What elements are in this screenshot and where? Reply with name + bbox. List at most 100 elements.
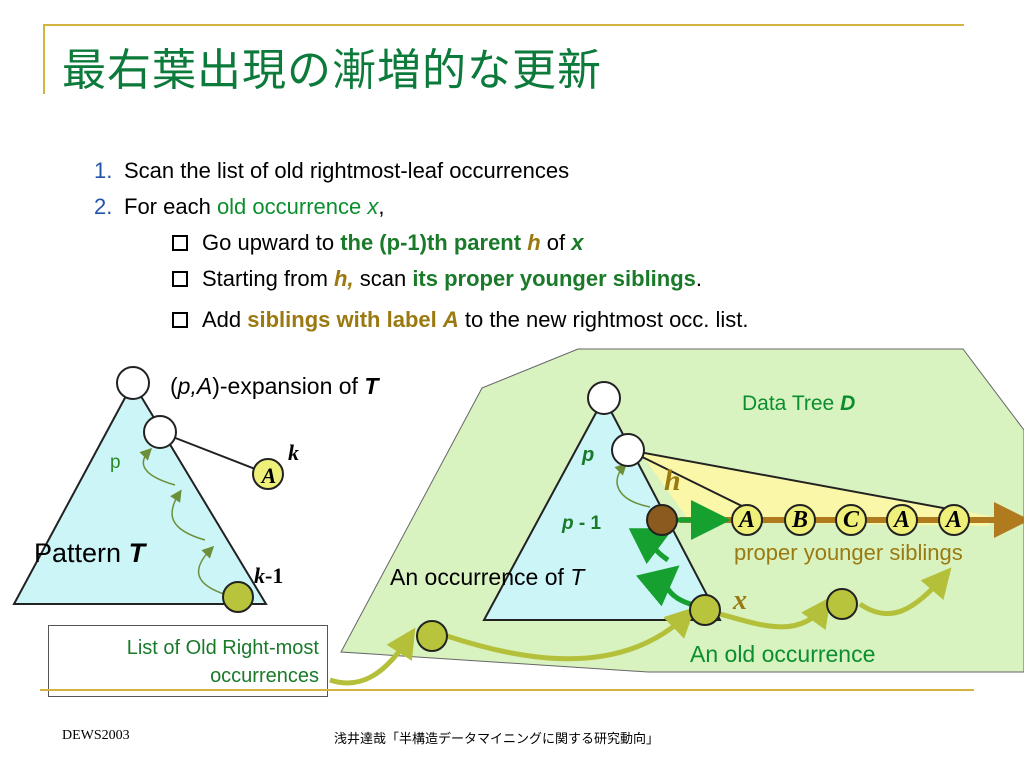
pattern-root-node xyxy=(116,366,150,400)
old-occurrences-list-box: List of Old Right-most occurrences xyxy=(48,625,328,697)
sibling-label: B xyxy=(791,507,808,533)
data-root-node xyxy=(587,381,621,415)
occurrence-text: An occurrence of xyxy=(390,564,571,590)
expansion-open: ( xyxy=(170,373,178,399)
h-sibling-edge xyxy=(627,449,955,511)
h-label: h xyxy=(664,464,681,497)
item-var: x xyxy=(367,194,379,219)
p1-var: p xyxy=(562,513,574,534)
footer-left: DEWS2003 xyxy=(62,728,130,743)
expansion-text: )-expansion of xyxy=(212,373,365,399)
subitem-highlight: siblings with label xyxy=(247,307,443,332)
title-rule-top xyxy=(43,24,964,26)
pattern-arrow xyxy=(170,489,206,541)
siblings-caption: proper younger siblings xyxy=(734,540,963,565)
item-text: Scan the list of old rightmost-leaf occu… xyxy=(124,158,570,183)
occurrence-chain xyxy=(858,567,952,616)
pattern-p-node xyxy=(143,415,177,449)
item-number: 2. xyxy=(94,194,113,219)
checkbox-bullet-icon xyxy=(172,312,188,328)
occurrence-label: An occurrence of T xyxy=(390,564,584,591)
pattern-triangle xyxy=(12,380,268,605)
subitem-text: Add xyxy=(202,307,248,332)
data-tree-text: Data Tree xyxy=(742,392,841,415)
expansion-var: p,A xyxy=(177,373,213,399)
pattern-node-a-label: A xyxy=(259,463,279,489)
sibling-node xyxy=(731,504,763,536)
pattern-arrow xyxy=(139,447,176,486)
subitem-text: Go upward to xyxy=(202,230,341,255)
h-node xyxy=(646,504,678,536)
sibling-node xyxy=(938,504,970,536)
sibling-label: A xyxy=(893,507,910,533)
footer-rule xyxy=(40,689,974,691)
k1-suffix: -1 xyxy=(265,563,284,588)
sibling-node xyxy=(784,504,816,536)
list-box-line: occurrences xyxy=(210,665,319,687)
checkbox-bullet-icon xyxy=(172,271,188,287)
subitem-var: h, xyxy=(334,266,354,291)
item-highlight: old occurrence xyxy=(216,194,368,219)
sibling-label: A xyxy=(945,507,962,533)
item-text: , xyxy=(378,194,385,219)
occurrence-T: T xyxy=(570,564,585,590)
page-title: 最右葉出現の漸増的な更新 xyxy=(62,45,602,96)
pattern-arrow xyxy=(197,545,228,596)
subitem-highlight: the (p-1)th parent xyxy=(340,230,528,255)
node-a-text: A xyxy=(261,463,277,488)
subitem-var: h xyxy=(527,230,541,255)
pattern-p-label: p xyxy=(110,452,121,473)
item-text: For each xyxy=(124,194,217,219)
subitem: Starting from h, scan its proper younger… xyxy=(172,266,702,292)
old-occurrence-label: An old occurrence xyxy=(690,641,876,667)
subitem-text: . xyxy=(695,266,703,291)
p-minus-1-label: p - 1 xyxy=(562,513,601,535)
x-node xyxy=(689,594,721,626)
subitem: Go upward to the (p-1)th parent h of x xyxy=(172,230,583,256)
pattern-a-node xyxy=(252,458,284,490)
list-item: 2. For each old occurrence x, xyxy=(94,194,384,220)
data-p-node xyxy=(611,433,645,467)
subitem-var: A xyxy=(442,307,459,332)
footer-center: 浅井達哉「半構造データマイニングに関する研究動向」 xyxy=(334,732,660,747)
expansion-T: T xyxy=(364,373,379,399)
subitem: Add siblings with label A to the new rig… xyxy=(172,307,749,333)
pattern-k1-label: k-1 xyxy=(254,563,283,589)
sibling-label: A xyxy=(738,507,755,533)
occurrence-node xyxy=(826,588,858,620)
title-rule-left xyxy=(43,24,45,94)
subitem-var: x xyxy=(571,230,584,255)
pattern-k-label: k xyxy=(288,440,299,465)
pattern-k1-node xyxy=(222,581,254,613)
x-label: x xyxy=(733,585,747,616)
occurrence-chain xyxy=(329,627,416,686)
list-box-line: List of Old Right-most xyxy=(126,637,319,659)
occurrence-node xyxy=(416,620,448,652)
p-arrow xyxy=(614,462,651,508)
subitem-text: Starting from xyxy=(202,266,335,291)
subitem-text: scan xyxy=(353,266,413,291)
sibling-node xyxy=(886,504,918,536)
subitem-text: to the new rightmost occ. list. xyxy=(458,307,749,332)
data-tree-label: Data Tree D xyxy=(742,392,855,416)
occurrence-chain xyxy=(719,596,831,630)
list-item: 1. Scan the list of old rightmost-leaf oc… xyxy=(94,158,569,184)
data-p-label: p xyxy=(582,444,595,466)
pattern-name: Pattern T xyxy=(34,538,145,569)
checkbox-bullet-icon xyxy=(172,235,188,251)
expansion-label: (p,A)-expansion of T xyxy=(170,373,378,400)
pattern-edge xyxy=(159,431,269,475)
data-tree-D: D xyxy=(840,392,856,415)
pattern-name-T: T xyxy=(128,538,146,568)
subitem-highlight: its proper younger siblings xyxy=(412,266,696,291)
upward-green-arrow xyxy=(628,528,674,565)
pattern-name-text: Pattern xyxy=(34,538,129,568)
sibling-node xyxy=(835,504,867,536)
sibling-label: C xyxy=(842,507,859,533)
p1-suffix: - 1 xyxy=(573,513,602,534)
item-number: 1. xyxy=(94,158,113,183)
occurrence-chain xyxy=(446,607,696,662)
subitem-text: of xyxy=(540,230,572,255)
k1-var: k xyxy=(254,563,265,588)
